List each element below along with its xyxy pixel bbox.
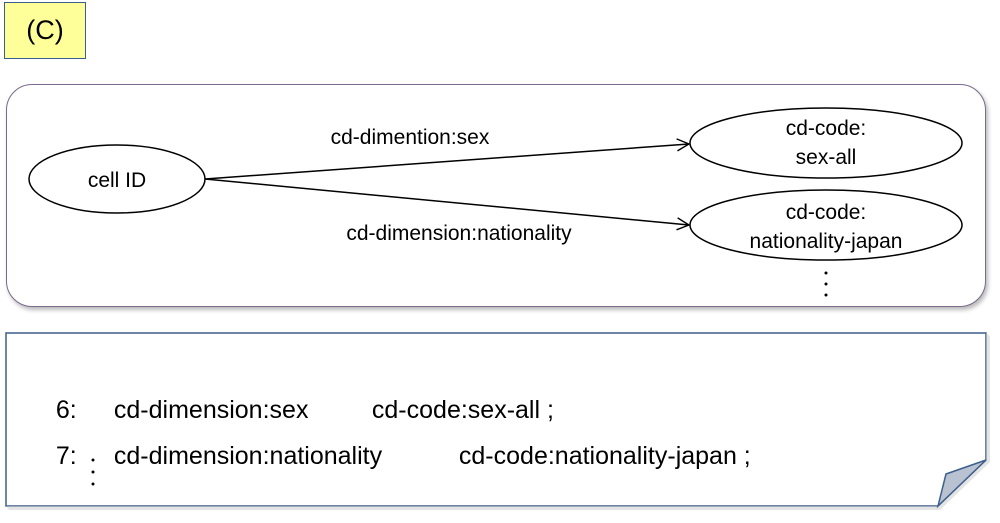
object-label-nationality-line2: nationality-japan — [750, 230, 903, 253]
line-predicate: cd-dimension:sex — [113, 396, 309, 424]
line-number: 6: — [55, 396, 77, 424]
subject-label: cell ID — [88, 169, 146, 192]
line-object: cd-code:sex-all ; — [371, 396, 554, 424]
edge-sex — [204, 144, 689, 180]
object-label-nationality-line1: cd-code: — [786, 201, 867, 224]
code-line-7: 7: cd-dimension:nationality cd-code:nation… — [42, 413, 751, 471]
object-node-sex — [689, 107, 963, 179]
object-label-sex-line1: cd-code: — [786, 117, 867, 140]
line-number: 7: — [55, 442, 77, 470]
figure-label: (C) — [4, 2, 86, 59]
edge-label-nationality: cd-dimension:nationality — [346, 222, 572, 245]
edge-label-sex: cd-dimention:sex — [331, 126, 490, 149]
edge-nationality — [204, 178, 689, 225]
line-predicate: cd-dimension:nationality — [113, 442, 383, 470]
line-object: cd-code:nationality-japan ; — [458, 442, 751, 470]
code-line-6: 6: cd-dimension:sex cd-code:sex-all ; — [42, 367, 554, 425]
object-label-sex-line2: sex-all — [796, 146, 857, 169]
note-fold — [936, 459, 987, 509]
code-continuation-dots — [91, 458, 95, 486]
graph-continuation-dots — [824, 271, 828, 297]
object-node-nationality — [689, 189, 963, 261]
